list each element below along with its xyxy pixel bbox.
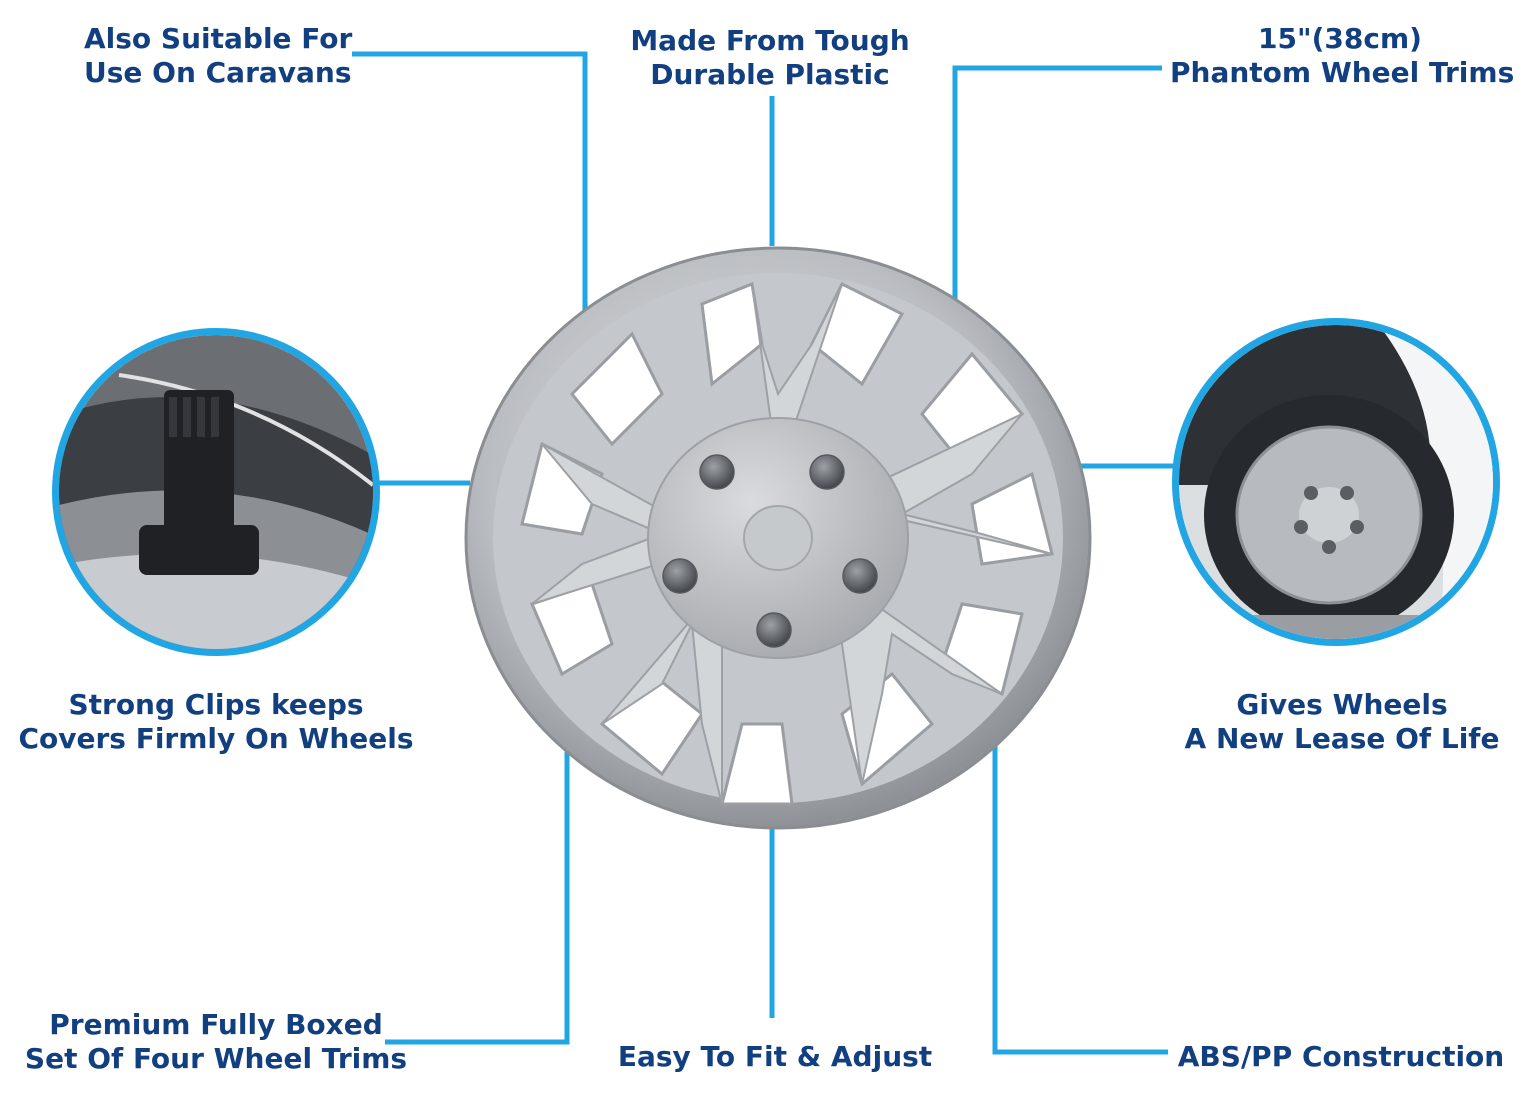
feature-plastic: Made From Tough Durable Plastic bbox=[630, 24, 910, 91]
car-wheel-image bbox=[1172, 318, 1500, 646]
feature-lease: Gives Wheels A New Lease Of Life bbox=[1184, 688, 1500, 755]
clip-closeup-image bbox=[52, 328, 380, 656]
feature-size: 15"(38cm) Phantom Wheel Trims bbox=[1170, 22, 1515, 89]
leader-caravans bbox=[352, 51, 588, 318]
feature-boxed: Premium Fully Boxed Set Of Four Wheel Tr… bbox=[24, 1008, 408, 1075]
leader-size bbox=[952, 65, 1162, 318]
car-wheel-illustration bbox=[1179, 325, 1493, 639]
feature-caravans: Also Suitable For Use On Caravans bbox=[84, 22, 353, 89]
feature-clips: Strong Clips keeps Covers Firmly On Whee… bbox=[18, 688, 414, 755]
clip-illustration bbox=[59, 335, 373, 649]
feature-abs: ABS/PP Construction bbox=[1177, 1040, 1505, 1073]
leader-boxed bbox=[385, 697, 570, 1045]
feature-fit: Easy To Fit & Adjust bbox=[617, 1040, 933, 1073]
leader-abs bbox=[992, 697, 1168, 1055]
wheel-trim-image bbox=[464, 246, 1092, 830]
